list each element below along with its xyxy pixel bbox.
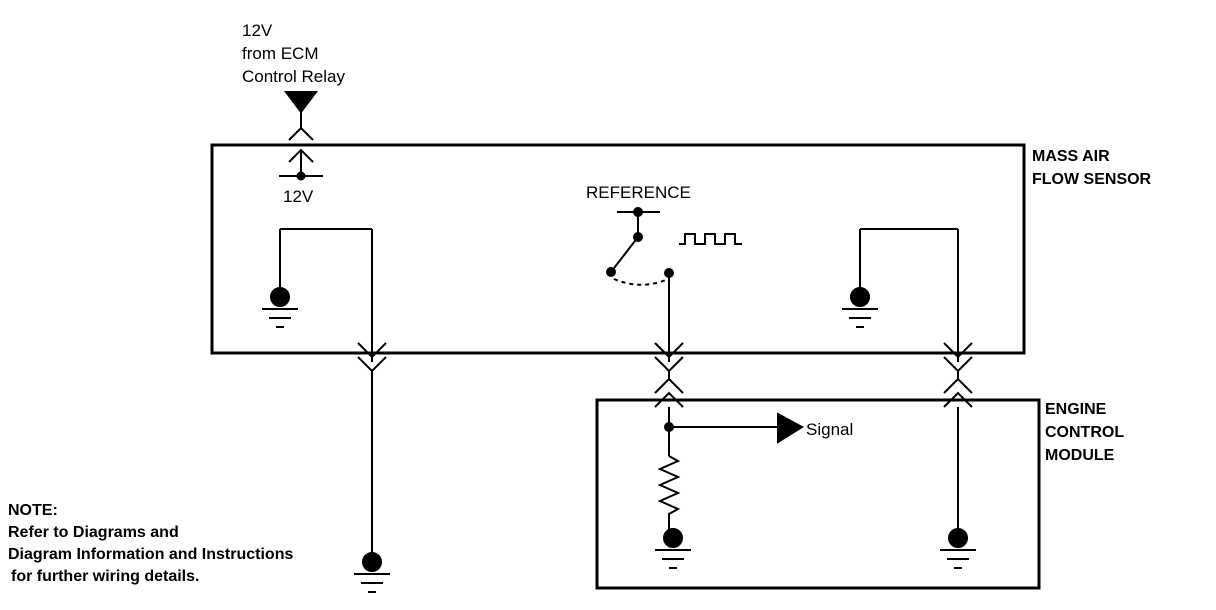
- note-heading: NOTE:: [8, 502, 58, 519]
- ground-connector: [943, 342, 973, 408]
- ecm-title-line1: ENGINE: [1045, 401, 1107, 418]
- ecm-title-line3: MODULE: [1045, 447, 1115, 464]
- maf-title-line2: FLOW SENSOR: [1032, 171, 1152, 188]
- maf-title-line1: MASS AIR: [1032, 148, 1110, 165]
- note-line1: Refer to Diagrams and: [8, 524, 179, 541]
- maf-left-ground: [262, 228, 372, 328]
- signal-label: Signal: [806, 420, 853, 439]
- note-line2: Diagram Information and Instructions: [8, 546, 293, 563]
- ecm-title-line2: CONTROL: [1045, 424, 1124, 441]
- supply-label-line1: 12V: [242, 21, 273, 40]
- supply-connector: [279, 126, 323, 181]
- supply-label-line2: from ECM: [242, 44, 319, 63]
- maf-right-ground: [842, 228, 959, 362]
- ecm-left-ground: [655, 528, 691, 569]
- supply-pin-label: 12V: [283, 187, 314, 206]
- ecm-right-ground: [940, 528, 976, 569]
- reference-switch: [606, 207, 674, 362]
- pull-up-resistor: [657, 455, 681, 531]
- note-line3: for further wiring details.: [11, 568, 199, 585]
- supply-arrow: [284, 91, 318, 130]
- ecm-signal-circuit: [664, 407, 804, 456]
- square-wave-icon: [679, 233, 742, 245]
- maf-sensor-box: [210, 143, 1026, 355]
- signal-connector: [654, 342, 684, 408]
- reference-label: REFERENCE: [586, 183, 691, 202]
- ecm-box: [595, 398, 1041, 590]
- supply-label-line3: Control Relay: [242, 67, 345, 86]
- external-ground: [354, 552, 390, 593]
